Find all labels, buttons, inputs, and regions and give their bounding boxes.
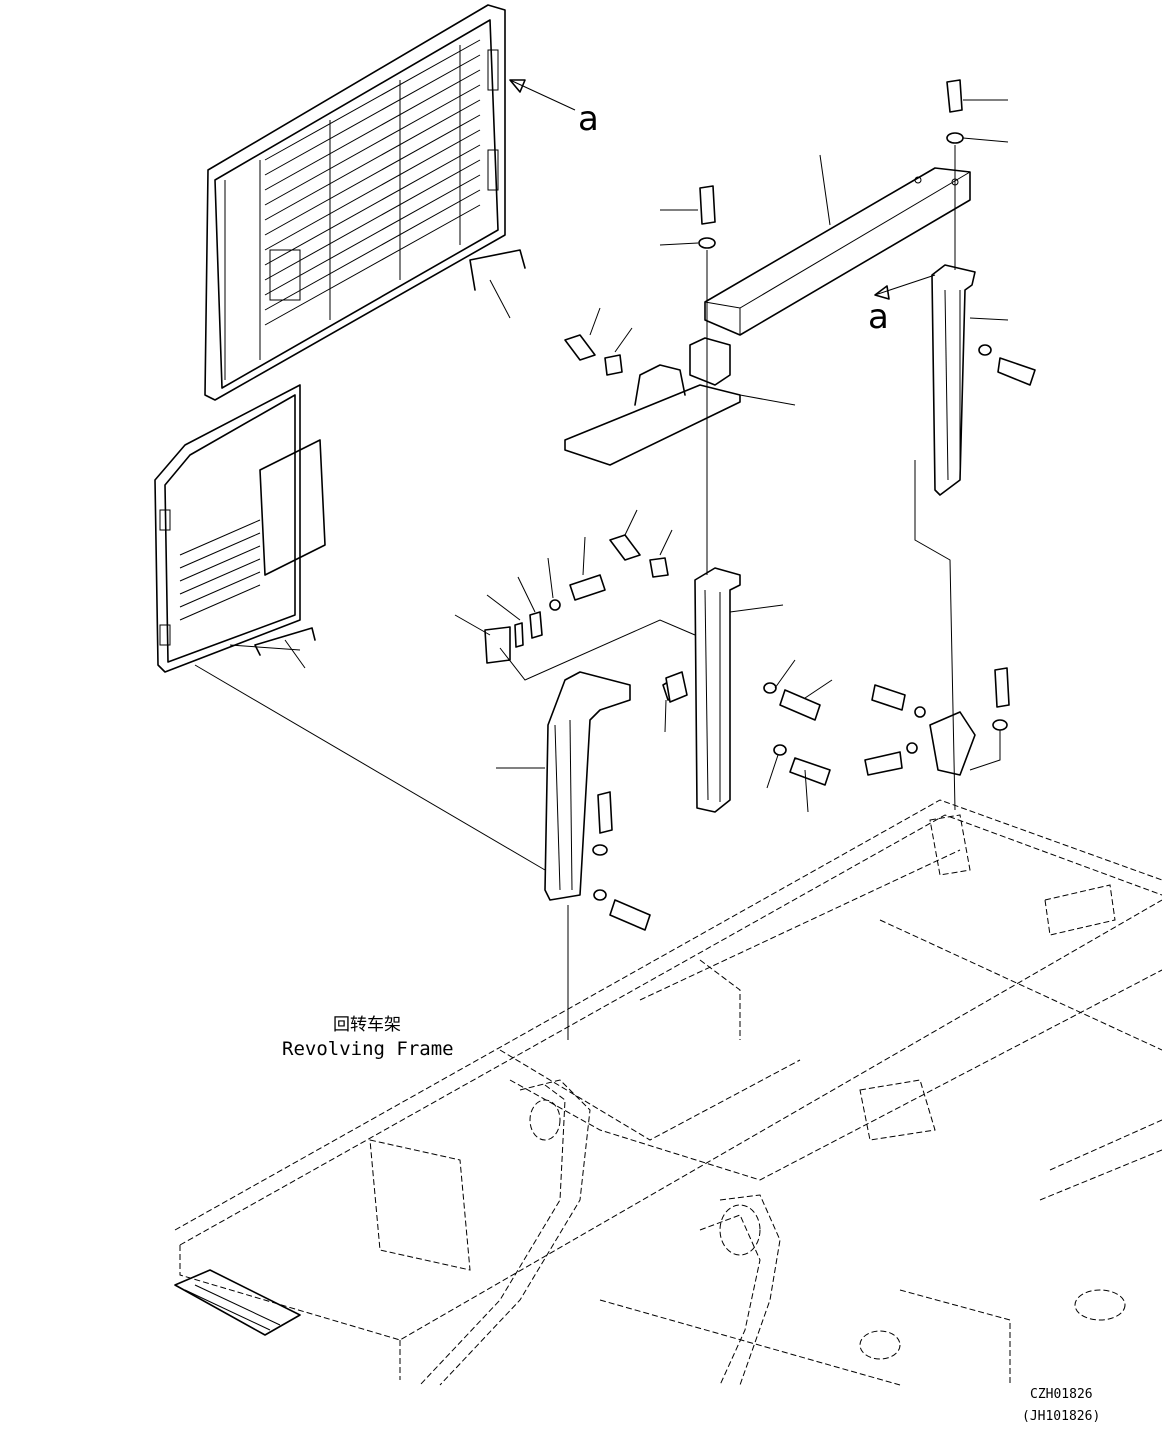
step-plate [174,1269,301,1336]
handle-plate-bracket [564,337,796,466]
view-arrows [509,79,936,300]
left-post [496,671,631,901]
drawing-code-secondary: (JH101826) [1022,1409,1100,1424]
view-letter-a-top: a [578,99,599,139]
revolving-frame-chassis [174,799,1162,1386]
right-post [931,264,1009,496]
upper-door-handle [469,249,526,291]
upper-door-panel [204,4,526,401]
fasteners [454,79,1036,931]
drawing-code: CZH01826 [1030,1387,1093,1402]
lower-door-panel [154,384,326,673]
corner-bracket [929,711,976,776]
view-letter-a-right: a [868,297,889,337]
connection-lines [194,145,1001,1040]
bolt-top-right [946,79,963,113]
louver-slats [264,39,481,326]
frame-label-english: Revolving Frame [282,1038,454,1060]
bolt-top-center [699,185,716,225]
lower-door-handle [254,627,316,656]
lower-louver-slats [179,519,261,621]
frame-label-chinese: 回转车架 [333,1015,401,1035]
top-cross-beam [704,154,971,336]
